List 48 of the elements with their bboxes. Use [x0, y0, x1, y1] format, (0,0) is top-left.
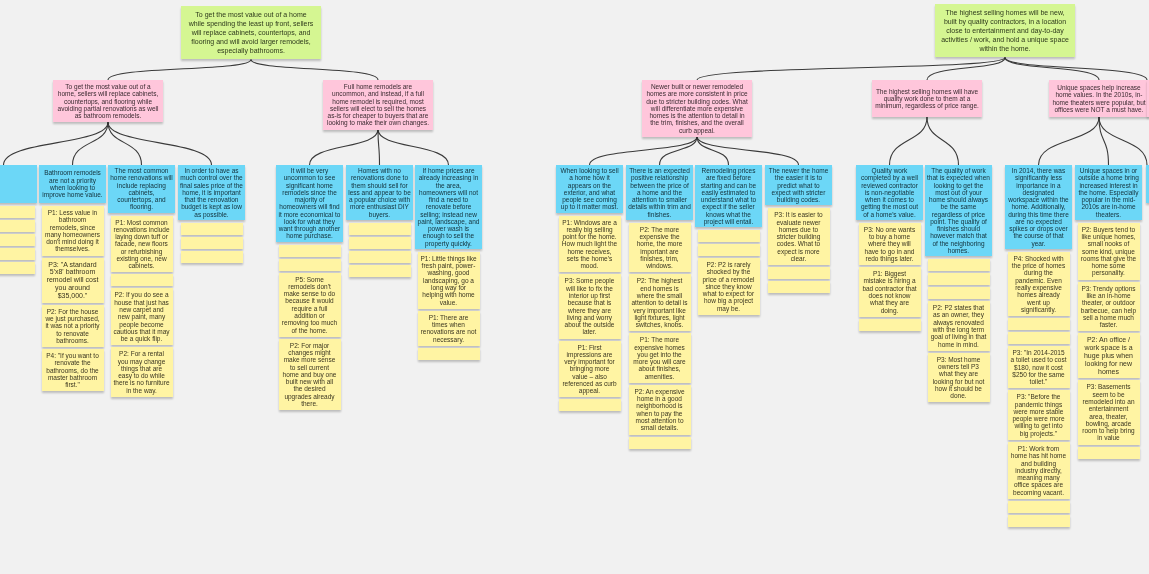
- sticky-note: [628, 436, 691, 449]
- sticky-note: [927, 259, 990, 272]
- sticky-note: [558, 399, 621, 412]
- sticky-note: [278, 258, 341, 271]
- sticky-note: [767, 281, 830, 294]
- sticky-note: [348, 264, 411, 277]
- brace-connector: [1004, 56, 1148, 81]
- sticky-note: [180, 250, 243, 263]
- sticky-note: [767, 267, 830, 280]
- brace-connector: [377, 129, 381, 166]
- sticky-note: [180, 236, 243, 249]
- brace-connector: [588, 136, 698, 166]
- brace-connector: [1098, 116, 1148, 166]
- sticky-note: [1077, 446, 1140, 459]
- sticky-note: [628, 222, 691, 273]
- brace-connector: [107, 58, 252, 81]
- brace-connector: [1098, 116, 1110, 166]
- sticky-note: [1007, 318, 1070, 331]
- sticky-note: [697, 230, 760, 243]
- sticky-note: [348, 250, 411, 263]
- sticky-note: [348, 236, 411, 249]
- brace-connector: [888, 116, 928, 166]
- brace-connector: [926, 56, 1006, 81]
- sticky-note: [348, 222, 411, 235]
- brace-connector: [71, 121, 109, 166]
- sticky-note: [1007, 332, 1070, 345]
- sticky-note: [180, 222, 243, 235]
- theme-note: [181, 6, 321, 60]
- sticky-note: [278, 244, 341, 257]
- theme-note: [935, 4, 1075, 58]
- sticky-note: [1007, 514, 1070, 527]
- sticky-note: [110, 274, 173, 287]
- brace-connector: [250, 58, 379, 81]
- sticky-note: [1077, 333, 1140, 379]
- sticky-note: [927, 273, 990, 286]
- sticky-note: [858, 318, 921, 331]
- sticky-note: [697, 244, 760, 257]
- sticky-note: [927, 287, 990, 300]
- insight-note: [872, 80, 982, 117]
- sticky-note: [417, 347, 480, 360]
- brace-connector: [107, 121, 213, 166]
- brace-connector: [696, 136, 800, 166]
- brace-connector: [658, 136, 698, 166]
- brace-connector: [926, 116, 960, 166]
- brace-connector: [696, 56, 1006, 81]
- brace-connector: [377, 129, 450, 166]
- sticky-note: [767, 208, 830, 266]
- sticky-note: [1007, 500, 1070, 513]
